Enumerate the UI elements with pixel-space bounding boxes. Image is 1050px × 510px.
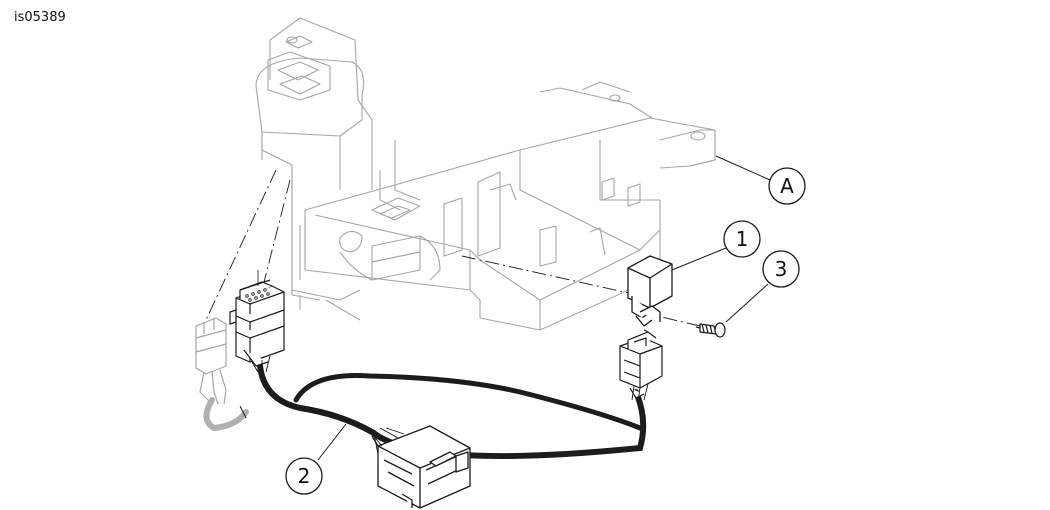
callout-1-label: 1 [736,227,749,251]
callout-2: 2 [285,457,323,495]
harness-connector-main [371,425,471,509]
harness-connector-left [229,279,285,367]
ghost-connector-cable [203,397,249,432]
figure-id: is05389 [14,10,66,25]
leader-line-3 [725,283,769,323]
mounting-bracket [255,17,716,331]
harness-branch-cable [293,373,643,431]
ghost-connector-cable-cut [239,405,247,419]
ghost-connector [195,317,227,405]
leader-line-a [715,155,771,181]
callout-1: 1 [723,220,761,258]
callout-1-circle [723,220,761,258]
leader-lines [317,155,771,461]
callout-a: A [768,167,806,205]
harness-connector-main-wires [369,427,405,455]
callout-a-circle [768,167,806,205]
leader-line-2 [317,423,347,461]
harness-connector-right-wires [631,383,649,403]
screw [695,322,726,338]
harness-connector-right [619,329,663,399]
callout-3-circle [762,250,800,288]
harness-connector-left-wires [251,355,271,373]
callout-a-label: A [780,174,794,198]
callout-3: 3 [762,250,800,288]
harness-connector-left-pins [245,270,270,302]
callout-2-circle [285,457,323,495]
sensor [627,255,673,327]
callout-2-label: 2 [298,464,311,488]
callout-3-label: 3 [775,257,788,281]
leader-line-1 [671,247,727,271]
